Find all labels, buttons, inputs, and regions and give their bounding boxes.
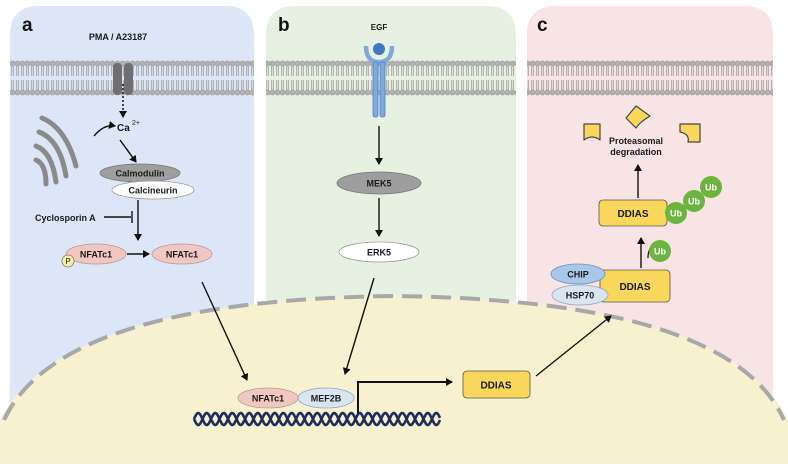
mef2b-node xyxy=(297,387,355,409)
ddias-mid-label: DDIAS xyxy=(619,282,650,293)
panel-a-letter: a xyxy=(22,15,33,36)
nucleus xyxy=(0,293,788,464)
nfatc1-active-node xyxy=(151,243,213,265)
membrane-c xyxy=(527,60,773,96)
ub-label-2: Ub xyxy=(688,197,700,207)
calcineurin-label: Calcineurin xyxy=(128,186,177,196)
mef2b-label: MEF2B xyxy=(311,394,342,404)
nfatc1-phospho-label: NFATc1 xyxy=(80,250,112,260)
inhibition-symbol xyxy=(104,211,133,223)
ddias-export-arrow xyxy=(535,315,612,377)
ddias-nuclear-box xyxy=(462,370,531,399)
stimulus-label: PMA / A23187 xyxy=(89,32,147,42)
ubiquitin-free xyxy=(649,240,671,262)
mek5-node xyxy=(336,171,422,195)
calcium-channel-icon xyxy=(113,63,133,95)
dna-helix-icon xyxy=(192,411,442,427)
ddias-chip-box xyxy=(599,269,671,303)
endoplasmic-reticulum-icon xyxy=(33,115,79,187)
membrane-b xyxy=(266,60,516,96)
nfatc1-active-label: NFATc1 xyxy=(166,250,198,260)
egf-label: EGF xyxy=(371,23,388,32)
panel-c-letter: c xyxy=(537,15,548,36)
erk5-label: ERK5 xyxy=(367,248,391,258)
proteasome-fragment-icon xyxy=(583,105,701,143)
nfatc1-nuclear-label: NFATc1 xyxy=(252,394,284,404)
calcium-label: Ca xyxy=(117,123,130,134)
erk5-node xyxy=(338,241,420,263)
mek5-label: MEK5 xyxy=(366,179,391,189)
calcium-release-arrow xyxy=(93,120,116,137)
calcium-to-calmodulin-arrow xyxy=(119,139,137,163)
ub-label-3: Ub xyxy=(705,183,717,193)
calcium-superscript: 2+ xyxy=(132,120,140,127)
egf-receptor-icon xyxy=(363,43,395,118)
ub-label-4: Ub xyxy=(654,247,666,257)
calcineurin-node xyxy=(111,180,195,200)
ub-label-1: Ub xyxy=(670,209,682,219)
ubiquitin-chain-1 xyxy=(665,202,687,224)
hsp70-node xyxy=(551,284,609,306)
chip-node xyxy=(550,263,606,285)
ubiquitin-chain-2 xyxy=(683,190,705,212)
panel-b-letter: b xyxy=(278,15,290,36)
nfatc1-phospho-node xyxy=(65,243,127,265)
hsp70-label: HSP70 xyxy=(566,291,595,301)
ddias-top-label: DDIAS xyxy=(617,209,648,220)
calmodulin-label: Calmodulin xyxy=(116,169,165,179)
ddias-nuclear-label: DDIAS xyxy=(480,381,511,392)
proteasomal-label-line2: degradation xyxy=(610,147,662,157)
phosphate-label: P xyxy=(65,257,70,266)
cyclosporin-label: Cyclosporin A xyxy=(35,213,96,223)
phosphate-badge xyxy=(61,254,75,268)
erk5-to-nucleus-arrow xyxy=(342,277,375,375)
chip-label: CHIP xyxy=(567,270,589,280)
transcription-start-arrow xyxy=(357,378,453,413)
nfatc1-to-nucleus-arrow xyxy=(201,281,249,381)
proteasomal-label-line1: Proteasomal xyxy=(609,136,663,146)
ubiquitin-chain-3 xyxy=(700,176,722,198)
